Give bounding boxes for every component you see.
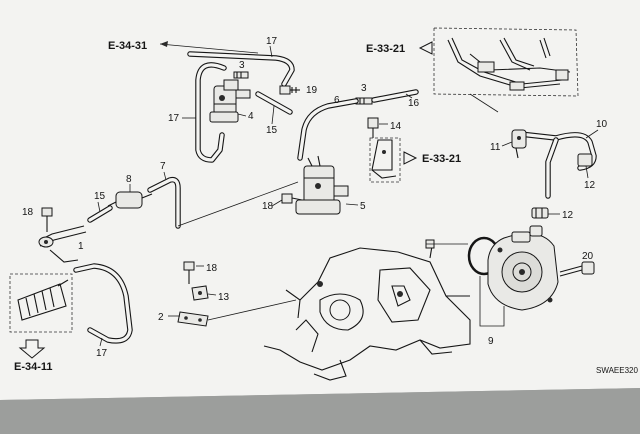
callout-14[interactable]: 14 xyxy=(390,121,402,132)
callout-3a[interactable]: 3 xyxy=(239,60,245,71)
ref-e33-21-top-group: E-33-21 xyxy=(366,41,433,55)
bracket-2 xyxy=(177,311,209,327)
hose-7 xyxy=(147,176,181,229)
ref-e33-21-mid[interactable]: E-33-21 xyxy=(422,153,461,165)
leader-10 xyxy=(585,129,599,139)
callout-1[interactable]: 1 xyxy=(78,241,84,252)
ref-e33-21-top[interactable]: E-33-21 xyxy=(366,43,405,55)
callout-8[interactable]: 8 xyxy=(126,174,132,185)
solenoid-valve-4 xyxy=(209,79,251,123)
hose-17-bottom xyxy=(73,263,133,344)
callout-9[interactable]: 9 xyxy=(488,336,494,347)
bolt-18-left xyxy=(41,207,53,232)
paper-shadow xyxy=(0,388,640,434)
leader-17c xyxy=(99,337,103,347)
arrow-down-icon xyxy=(18,339,46,359)
callout-12a[interactable]: 12 xyxy=(584,180,596,191)
callout-17b[interactable]: 17 xyxy=(168,113,180,124)
bolt-20 xyxy=(559,261,595,277)
callout-7[interactable]: 7 xyxy=(160,161,166,172)
arrow-right-icon xyxy=(403,151,418,165)
callout-18a[interactable]: 18 xyxy=(22,207,34,218)
callout-17c[interactable]: 17 xyxy=(96,348,108,359)
ref-e34-31[interactable]: E-34-31 xyxy=(108,40,147,52)
callout-2[interactable]: 2 xyxy=(158,312,164,323)
bolt-18-lower xyxy=(183,261,195,284)
hose-15-upper xyxy=(255,91,293,115)
callout-11[interactable]: 11 xyxy=(490,142,501,153)
leader-12a xyxy=(585,165,589,179)
solenoid-valve-5 xyxy=(295,155,349,215)
callout-10[interactable]: 10 xyxy=(596,119,608,130)
vacuum-pump-9 xyxy=(487,225,559,311)
callout-16[interactable]: 16 xyxy=(408,98,420,109)
pipe-6 xyxy=(297,98,359,161)
callout-3b[interactable]: 3 xyxy=(361,83,367,94)
ref-e34-11[interactable]: E-34-11 xyxy=(14,361,53,373)
clamp-13 xyxy=(191,285,209,301)
leader-15b xyxy=(97,201,101,213)
hose-17-left xyxy=(195,62,227,163)
ref-e34-31-group: E-34-31 xyxy=(108,40,259,54)
callout-18c[interactable]: 18 xyxy=(206,263,218,274)
arrow-left-outline-icon xyxy=(418,41,433,55)
callout-5[interactable]: 5 xyxy=(360,201,366,212)
callout-15b[interactable]: 15 xyxy=(94,191,106,202)
callout-20[interactable]: 20 xyxy=(582,251,594,262)
bolt-14 xyxy=(367,117,379,138)
callout-6[interactable]: 6 xyxy=(334,95,340,106)
callout-4[interactable]: 4 xyxy=(248,111,254,122)
leader-16 xyxy=(405,93,413,99)
leader-18b xyxy=(271,199,283,207)
pipe-assembly xyxy=(447,37,571,91)
callout-18b[interactable]: 18 xyxy=(262,201,274,212)
bolt-19 xyxy=(279,85,300,95)
leader-11 xyxy=(501,141,513,147)
pipe-1 xyxy=(38,225,87,263)
leader-9 xyxy=(479,276,505,327)
callout-19[interactable]: 19 xyxy=(306,85,318,96)
ref-arrow-line xyxy=(159,43,259,54)
callout-17a[interactable]: 17 xyxy=(266,36,278,47)
leader-17a xyxy=(269,45,273,58)
leader-15a xyxy=(271,105,275,125)
arrow-left-icon xyxy=(160,41,168,47)
clip-12-upper xyxy=(577,153,593,167)
engine-block xyxy=(263,239,471,381)
bolt-18-center xyxy=(281,193,303,204)
intake-boot xyxy=(17,279,69,321)
leader-hose7-to-valve xyxy=(177,181,299,227)
filter-8 xyxy=(107,191,153,209)
leader-bracket-to-engine xyxy=(207,299,297,321)
leader-7 xyxy=(163,171,167,181)
clip-12-lower xyxy=(531,207,549,219)
diagram-code: SWAEE320 xyxy=(596,366,638,375)
hose-16 xyxy=(371,89,419,103)
leader-13 xyxy=(207,293,217,296)
leader-5 xyxy=(345,203,359,206)
callout-13[interactable]: 13 xyxy=(218,292,230,303)
callout-15a[interactable]: 15 xyxy=(266,125,278,136)
hose-15-lower xyxy=(87,205,113,223)
ref-e34-11-dashed-box xyxy=(9,273,73,333)
bracket-e33-21 xyxy=(371,139,397,179)
callout-12b[interactable]: 12 xyxy=(562,210,574,221)
bracket-dashed-box xyxy=(369,137,401,183)
leader-pipe-assembly xyxy=(469,93,499,113)
hose-17-top xyxy=(187,51,295,87)
joint-3-upper xyxy=(233,71,249,79)
clamp-11 xyxy=(511,129,527,159)
leader-4 xyxy=(237,113,247,117)
